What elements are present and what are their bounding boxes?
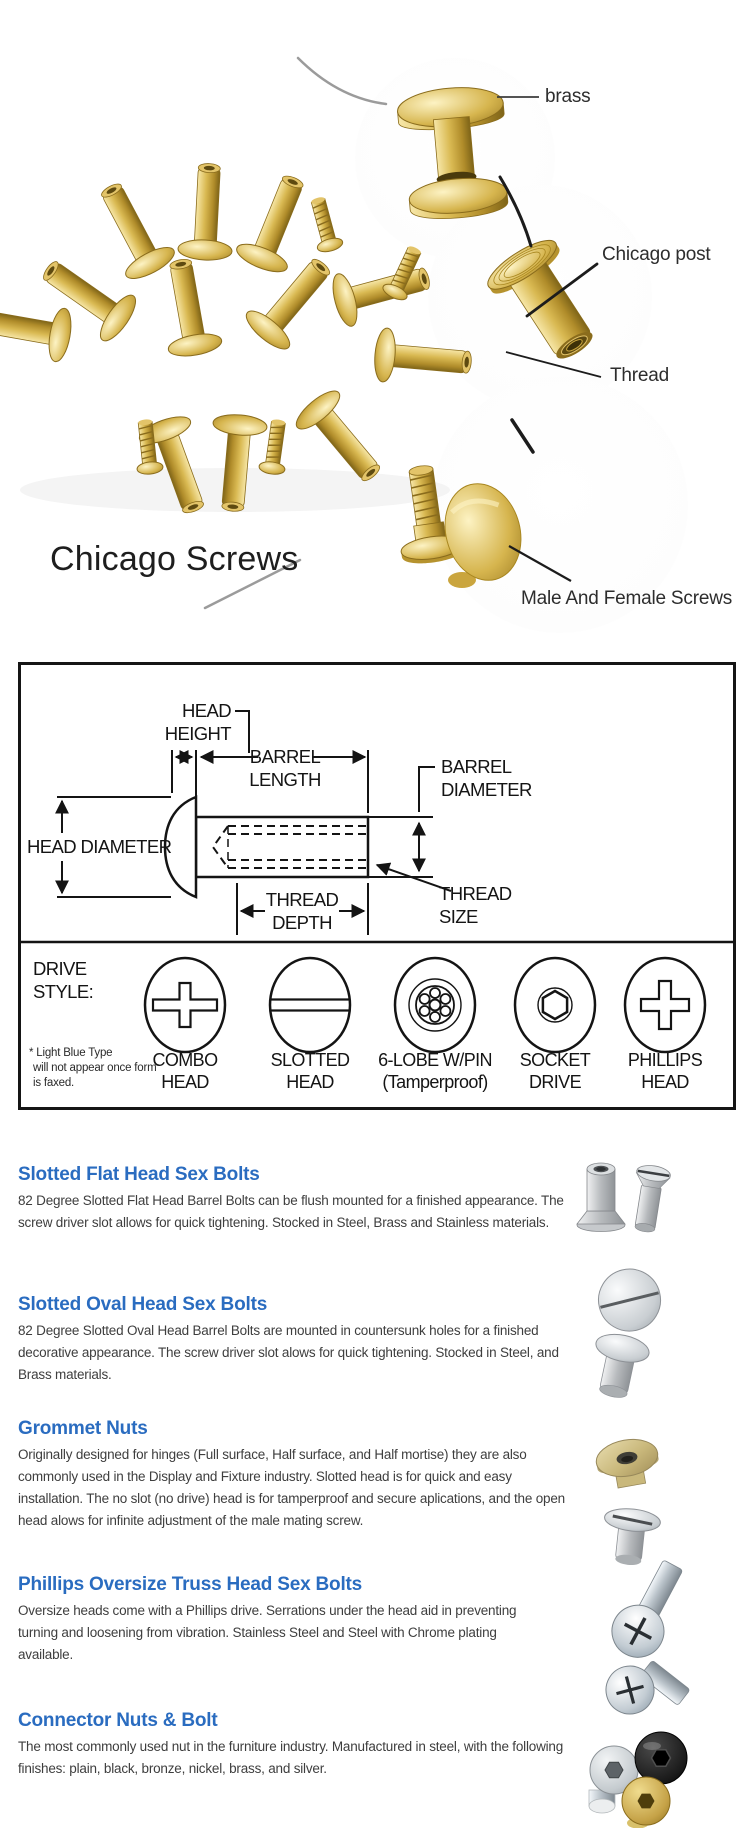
section-heading-grommet[interactable]: Grommet Nuts [18, 1418, 148, 1439]
drive-style-label-2: STYLE: [33, 981, 93, 1002]
socket-drive-label-1: SOCKET [520, 1050, 591, 1070]
male-female-label: Male And Female Screws [521, 588, 733, 609]
section-body-slotted-flat: 82 Degree Slotted Flat Head Barrel Bolts… [18, 1193, 564, 1230]
male-female-screws-photo [400, 465, 522, 588]
barrel-length-label-2: LENGTH [249, 769, 320, 790]
combo-head-label-1: COMBO [152, 1050, 218, 1070]
footnote-line-1: * Light Blue Type [29, 1047, 112, 1059]
head-height-label-1: HEAD [182, 700, 231, 721]
thread-size-label-2: SIZE [439, 906, 478, 927]
slotted-flat-head-bolts-photo [576, 1162, 671, 1233]
thread-depth-label-2: DEPTH [272, 912, 332, 933]
section-heading-slotted-oval[interactable]: Slotted Oval Head Sex Bolts [18, 1294, 268, 1315]
section-body-phillips-truss: Oversize heads come with a Phillips driv… [18, 1603, 517, 1662]
grommet-nuts-photo [595, 1438, 661, 1566]
magnifier-arc-right [498, 175, 533, 248]
magnifier-arc-middle [510, 418, 535, 454]
phillips-head-label-1: PHILLIPS [628, 1050, 703, 1070]
magnifier-arc-top [296, 56, 388, 106]
phillips-truss-head-bolts-photo [605, 1560, 690, 1715]
footnote-line-2: will not appear once form [32, 1062, 156, 1074]
pointer-line-chicago-post [525, 262, 599, 318]
thread-size-label-1: THREAD [439, 883, 512, 904]
barrel-diameter-label-2: DIAMETER [441, 779, 532, 800]
head-outline [163, 795, 198, 899]
socket-drive-icon [537, 987, 573, 1023]
slotted-oval-head-bolts-photo [595, 1268, 662, 1398]
drive-style-label-1: DRIVE [33, 958, 87, 979]
barrel-length-label-1: BARREL [250, 746, 321, 767]
section-body-connector: The most commonly used nut in the furnit… [18, 1739, 564, 1776]
brass-screws-pile-photo [0, 161, 475, 522]
thread-depth-label-1: THREAD [266, 889, 339, 910]
slotted-head-drive-icon [271, 998, 349, 1012]
phillips-head-label-2: HEAD [641, 1072, 689, 1092]
section-heading-slotted-flat[interactable]: Slotted Flat Head Sex Bolts [18, 1164, 260, 1185]
footnote-line-3: is faxed. [33, 1077, 74, 1089]
chicago-post-label: Chicago post [602, 244, 711, 265]
head-diameter-label: HEAD DIAMETER [27, 836, 172, 857]
six-lobe-label-1: 6-LOBE W/PIN [378, 1050, 492, 1070]
slotted-head-label-2: HEAD [286, 1072, 334, 1092]
section-heading-phillips-truss[interactable]: Phillips Oversize Truss Head Sex Bolts [18, 1574, 363, 1595]
pointer-line-male-female [508, 545, 572, 582]
hero-illustration [0, 56, 688, 633]
phillips-head-drive-icon [639, 979, 691, 1031]
combo-head-drive-icon [151, 981, 219, 1029]
magnifier-arc-bottom [203, 558, 302, 610]
combo-head-label-2: HEAD [161, 1072, 209, 1092]
thread-label: Thread [610, 365, 670, 386]
section-body-grommet: Originally designed for hinges (Full sur… [18, 1447, 565, 1528]
chicago-post-photo [487, 239, 593, 359]
page-title: Chicago Screws [50, 540, 299, 578]
brass-label: brass [545, 86, 591, 107]
socket-drive-label-2: DRIVE [529, 1072, 582, 1092]
dimension-diagram-box: HEAD HEIGHT BARREL LENGTH BARREL DIAMETE… [18, 662, 736, 1110]
barrel-diameter-label-1: BARREL [441, 756, 512, 777]
drive-style-circles [143, 956, 707, 1054]
head-height-label-2: HEIGHT [165, 723, 232, 744]
assembled-screw-photo [397, 87, 509, 219]
6-lobe-w-pin-drive-icon [408, 978, 462, 1032]
thread-dashed-lines [211, 825, 366, 869]
section-body-slotted-oval: 82 Degree Slotted Oval Head Barrel Bolts… [18, 1323, 559, 1382]
slotted-head-label-1: SLOTTED [271, 1050, 350, 1070]
section-heading-connector[interactable]: Connector Nuts & Bolt [18, 1710, 218, 1731]
connector-nuts-photo [588, 1731, 688, 1828]
dimension-diagram: HEAD HEIGHT BARREL LENGTH BARREL DIAMETE… [21, 700, 733, 1092]
six-lobe-label-2: (Tamperproof) [382, 1072, 487, 1092]
pointer-line-thread [505, 351, 602, 378]
